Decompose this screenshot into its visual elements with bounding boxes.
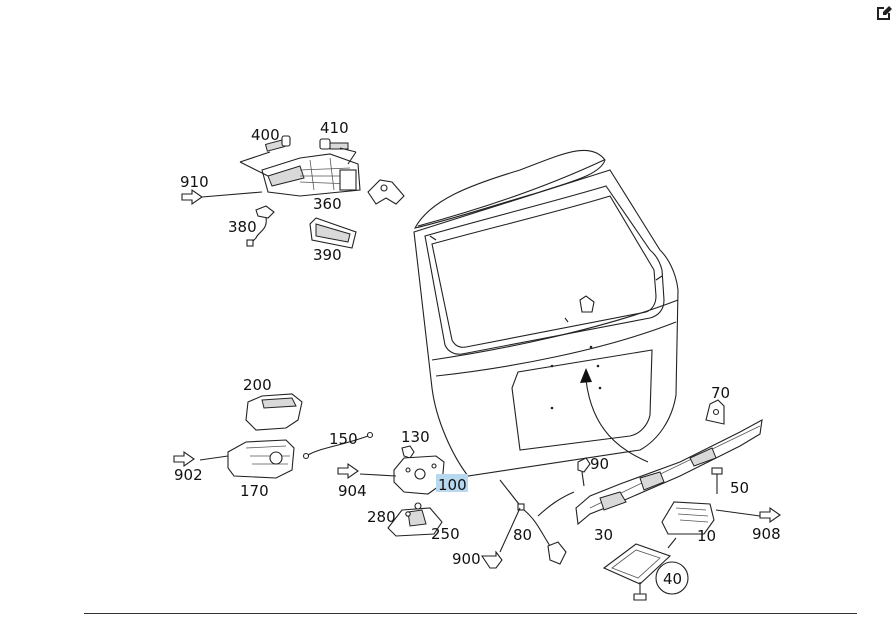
label-360[interactable]: 360 [313, 195, 342, 213]
label-150[interactable]: 150 [329, 430, 358, 448]
highlight-100 [436, 474, 468, 492]
tailgate-drawing [413, 149, 679, 477]
label-50[interactable]: 50 [730, 479, 749, 497]
label-30[interactable]: 30 [594, 526, 613, 544]
label-902[interactable]: 902 [174, 466, 203, 484]
label-80[interactable]: 80 [513, 526, 532, 544]
label-100[interactable]: 100 [438, 476, 467, 494]
label-910[interactable]: 910 [180, 173, 209, 191]
bottom-divider [84, 613, 857, 614]
label-900[interactable]: 900 [452, 550, 481, 568]
label-10[interactable]: 10 [697, 527, 716, 545]
label-400[interactable]: 400 [251, 126, 280, 144]
label-250[interactable]: 250 [431, 525, 460, 543]
handle-camera-assembly [480, 399, 781, 601]
label-904[interactable]: 904 [338, 482, 367, 500]
label-390[interactable]: 390 [313, 246, 342, 264]
label-90[interactable]: 90 [590, 455, 609, 473]
label-40[interactable]: 40 [663, 570, 682, 588]
label-380[interactable]: 380 [228, 218, 257, 236]
label-908[interactable]: 908 [752, 525, 781, 543]
edit-icon[interactable] [874, 3, 894, 23]
label-170[interactable]: 170 [240, 482, 269, 500]
lock-assembly [173, 393, 445, 537]
top-left-assembly [181, 135, 405, 249]
label-200[interactable]: 200 [243, 376, 272, 394]
label-410[interactable]: 410 [320, 119, 349, 137]
label-70[interactable]: 70 [711, 384, 730, 402]
label-280[interactable]: 280 [367, 508, 396, 526]
label-130[interactable]: 130 [401, 428, 430, 446]
